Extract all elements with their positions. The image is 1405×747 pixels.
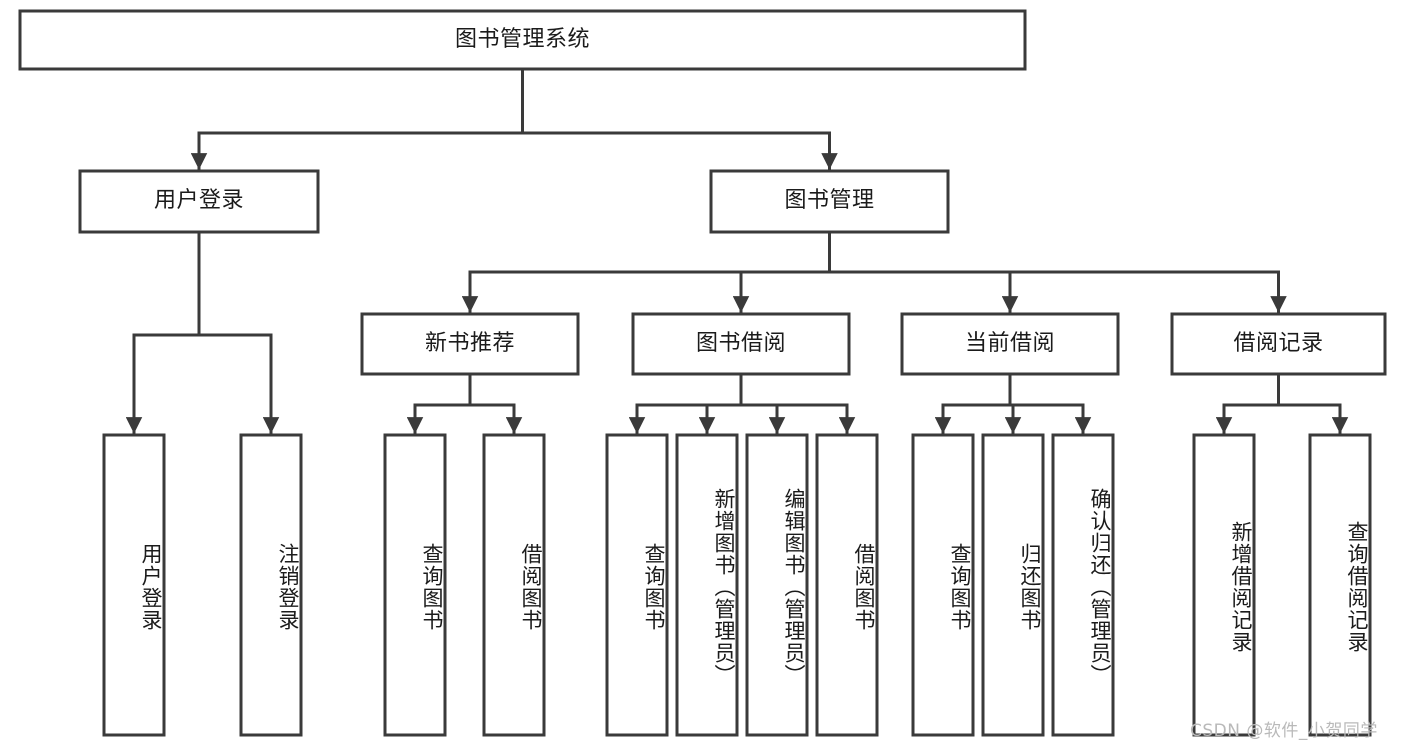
node-leaf-12[interactable] [1308,433,1372,737]
node-level3-0[interactable] [360,312,580,376]
node-root-图书管理系统[interactable] [18,9,1027,71]
connector-layer [125,67,1349,434]
node-leaf-7[interactable] [815,433,879,737]
node-level2-0[interactable] [78,169,320,234]
node-leaf-5[interactable] [675,433,739,737]
node-level2-1[interactable] [709,169,950,234]
node-leaf-6[interactable] [745,433,809,737]
csdn-watermark: CSDN @软件_小贺同学 [1190,721,1378,741]
node-leaf-4[interactable] [605,433,669,737]
node-level3-2[interactable] [900,312,1120,376]
node-leaf-1[interactable] [239,433,303,737]
node-leaf-11[interactable] [1192,433,1256,737]
box-layer [18,9,1387,737]
node-leaf-8[interactable] [911,433,975,737]
node-leaf-0[interactable] [102,433,166,737]
node-level3-3[interactable] [1170,312,1387,376]
node-leaf-10[interactable] [1051,433,1115,737]
node-leaf-9[interactable] [981,433,1045,737]
node-leaf-2[interactable] [383,433,447,737]
node-leaf-3[interactable] [482,433,546,737]
node-level3-1[interactable] [631,312,851,376]
